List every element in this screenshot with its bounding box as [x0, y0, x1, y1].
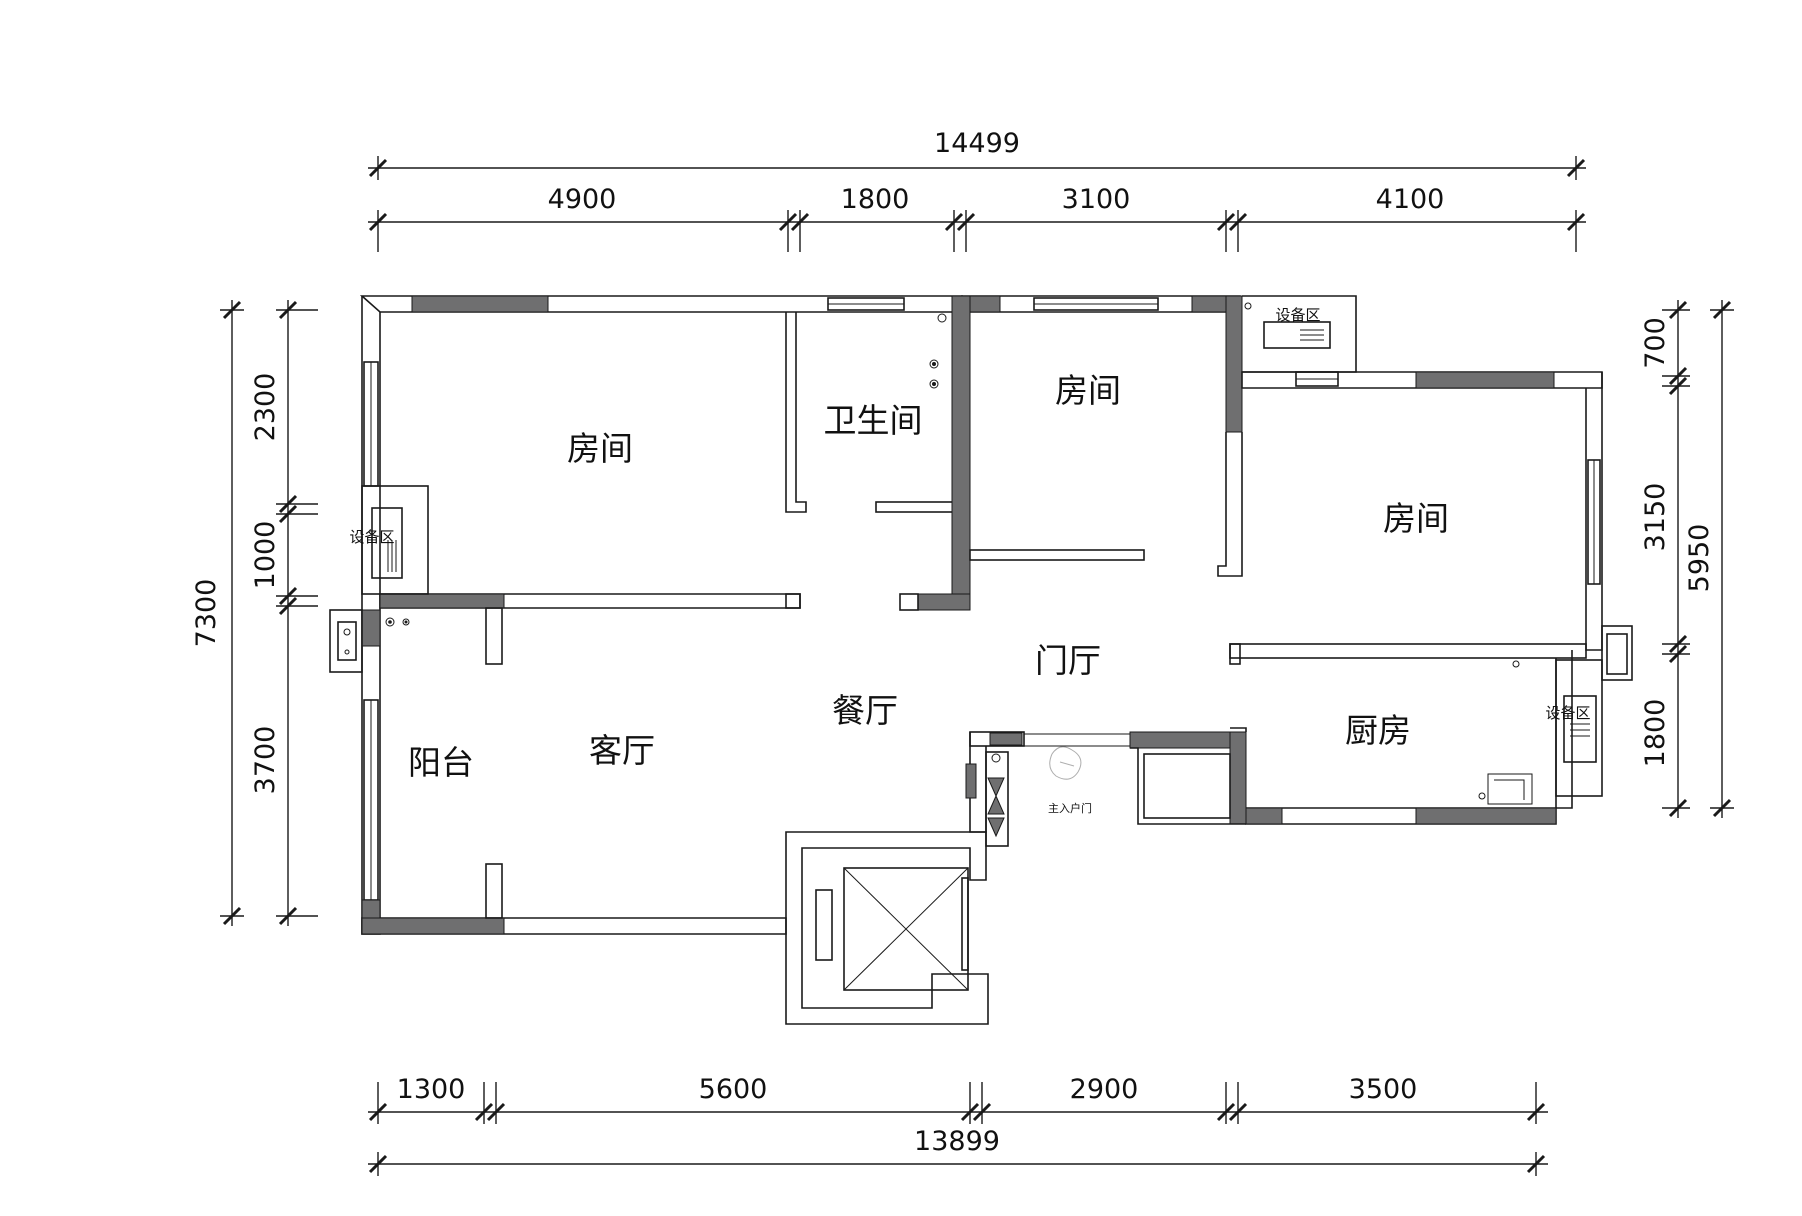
room-label-dining: 餐厅	[832, 691, 898, 730]
equipment-label-left: 设备区	[349, 528, 394, 546]
top-dimension-4: 4100	[1376, 184, 1445, 215]
bottom-dimension-2: 5600	[699, 1074, 768, 1105]
fixtures	[329, 302, 1597, 991]
room-label-bathroom: 卫生间	[824, 401, 923, 440]
room-label-bedroom-1: 房间	[567, 429, 633, 468]
left-dimension-3: 3700	[250, 726, 281, 795]
top-dimension-2: 1800	[841, 184, 910, 215]
room-label-kitchen: 厨房	[1345, 711, 1411, 750]
right-dimension-3: 1800	[1640, 699, 1671, 768]
room-label-balcony: 阳台	[408, 743, 474, 782]
bottom-dimension-4: 3500	[1349, 1074, 1418, 1105]
room-label-bedroom-3: 房间	[1383, 499, 1449, 538]
equipment-label-top-right: 设备区	[1275, 306, 1320, 324]
top-overall-dimension: 14499	[934, 128, 1020, 159]
equipment-label-right: 设备区	[1545, 704, 1590, 722]
right-overall-dimension: 5950	[1684, 524, 1715, 593]
entrance-door-label: 主入户门	[1048, 801, 1092, 815]
left-overall-dimension: 7300	[191, 579, 222, 648]
bottom-overall-dimension: 13899	[914, 1126, 1000, 1157]
top-dimension-1: 4900	[548, 184, 617, 215]
room-label-foyer: 门厅	[1035, 641, 1101, 680]
right-dimension-lines	[1662, 300, 1734, 818]
left-dimension-2: 1000	[250, 521, 281, 590]
left-dimension-1: 2300	[250, 373, 281, 442]
exterior-walls	[359, 295, 1633, 1025]
top-dimension-3: 3100	[1062, 184, 1131, 215]
bottom-dimension-1: 1300	[397, 1074, 466, 1105]
bottom-dimension-3: 2900	[1070, 1074, 1139, 1105]
right-dimension-1: 700	[1640, 317, 1671, 369]
room-label-living: 客厅	[589, 731, 655, 770]
left-dimension-lines	[220, 300, 318, 926]
bottom-dimension-lines	[368, 1082, 1548, 1176]
right-dimension-2: 3150	[1640, 483, 1671, 552]
room-label-bedroom-2: 房间	[1055, 371, 1121, 410]
top-dimension-lines	[368, 156, 1586, 252]
